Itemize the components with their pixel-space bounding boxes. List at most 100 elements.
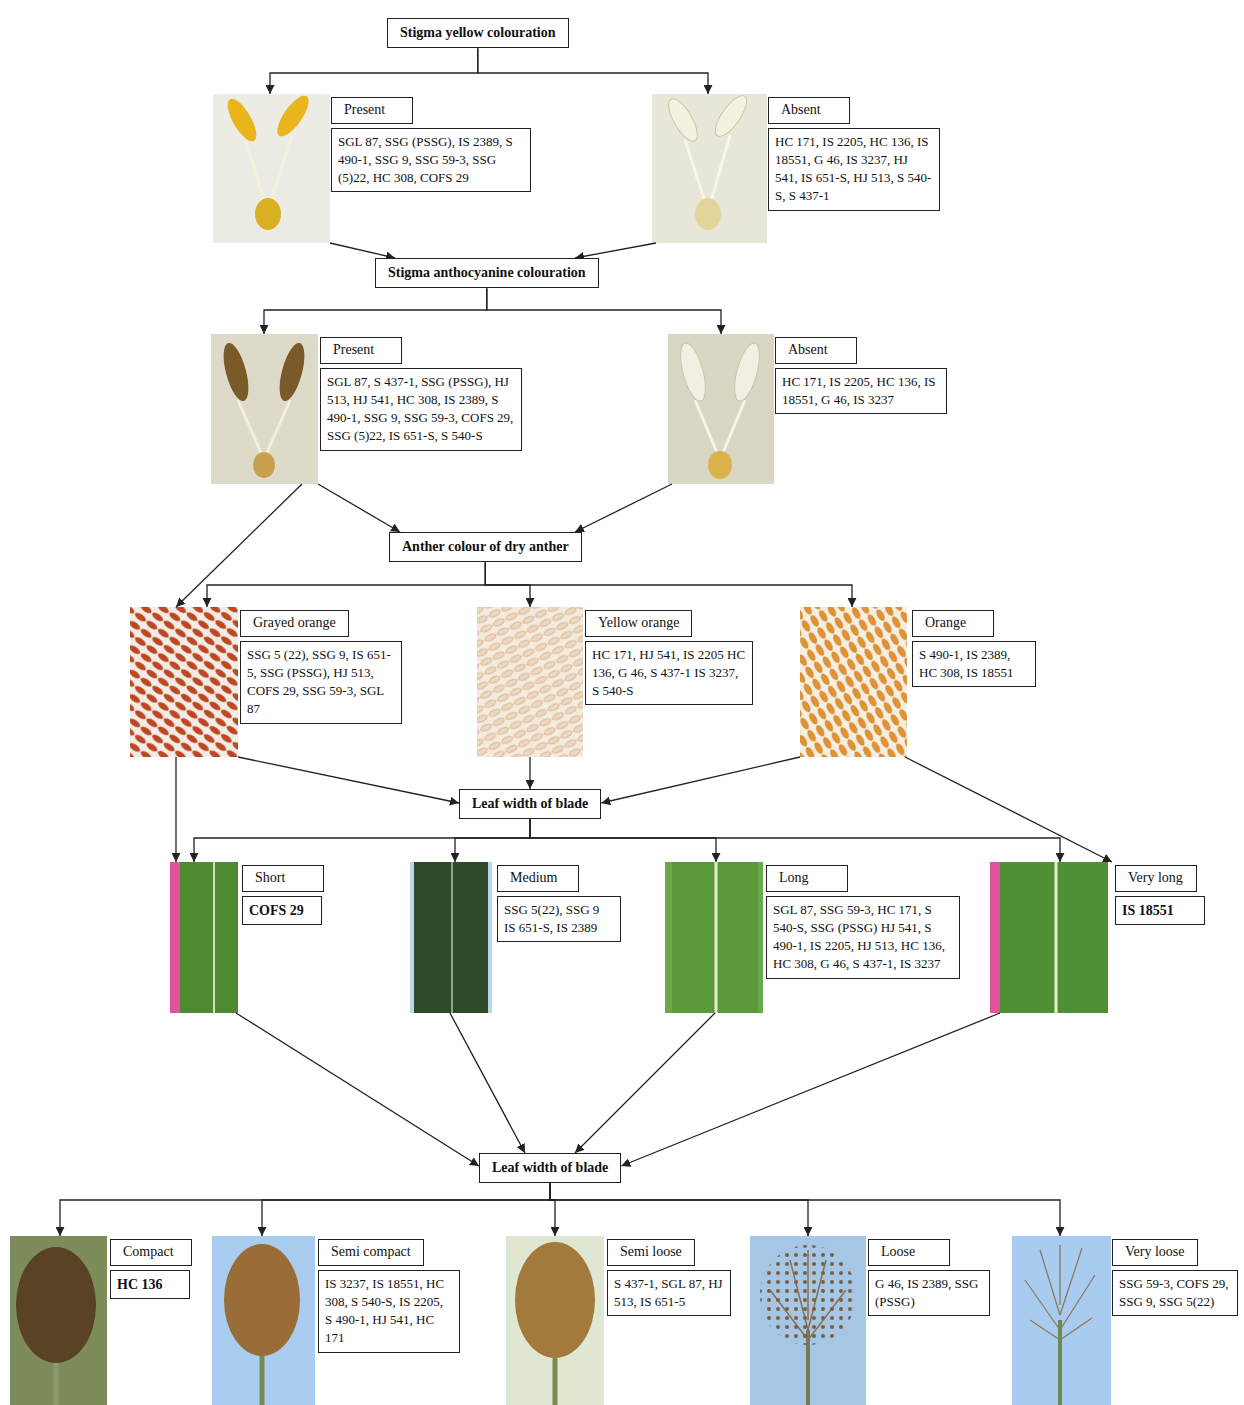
stigma-photo <box>652 91 767 243</box>
category-node: PresentSGL 87, S 437-1, SSG (PSSG), HJ 5… <box>211 334 524 484</box>
photo-detail <box>1055 862 1058 1013</box>
category-label: Present <box>331 97 413 124</box>
panicle-photo <box>10 1236 107 1405</box>
genotype-list: IS 3237, IS 18551, HC 308, S 540-S, IS 2… <box>318 1270 460 1353</box>
arrow-connector <box>550 1183 555 1236</box>
arrow-connector <box>529 757 530 789</box>
arrow-connector <box>262 1183 550 1236</box>
category-label: Absent <box>775 337 857 364</box>
criterion-title: Anther colour of dry anther <box>402 538 569 556</box>
arrow-connector <box>264 288 487 334</box>
category-node: AbsentHC 171, IS 2205, HC 136, IS 18551,… <box>652 94 942 243</box>
photo-detail <box>730 340 765 403</box>
category-node: Absent HC 171, IS 2205, HC 136, IS 18551,… <box>668 334 949 484</box>
arrow-connector <box>60 1183 550 1236</box>
stigma-photo <box>668 334 774 484</box>
arrow-connector <box>530 819 1060 862</box>
category-node: Yellow orangeHC 171, HJ 541, IS 2205 HC … <box>477 607 755 757</box>
category-node: Very looseSSG 59-3, COFS 29, SSG 9, SSG … <box>1012 1236 1240 1405</box>
arrow-connector <box>487 288 721 334</box>
criterion-title: Stigma yellow colouration <box>400 24 556 42</box>
photo-detail <box>710 91 752 141</box>
category-node: Semi compactIS 3237, IS 18551, HC 308, S… <box>212 1236 462 1405</box>
genotype-list: SSG 59-3, COFS 29, SSG 9, SSG 5(22) <box>1112 1270 1238 1316</box>
leaf-photo <box>170 862 238 1013</box>
photo-detail <box>10 1236 107 1405</box>
photo-detail <box>224 1244 300 1356</box>
leaf-photo <box>410 862 492 1013</box>
arrow-connector <box>621 1013 1000 1166</box>
photo-detail <box>477 607 583 757</box>
criterion-title: Leaf width of blade <box>492 1159 608 1177</box>
photo-detail <box>170 862 238 1013</box>
photo-detail <box>451 862 453 1013</box>
photo-detail <box>211 334 318 484</box>
genotype-list: HC 136 <box>110 1270 190 1300</box>
photo-detail <box>668 334 774 484</box>
arrow-connector <box>175 757 176 862</box>
genotype-list: SSG 5(22), SSG 9 IS 651-S, IS 2389 <box>497 896 621 942</box>
arrow-connector <box>450 1013 525 1153</box>
genotype-list: IS 18551 <box>1115 896 1205 926</box>
category-label: Medium <box>497 865 579 892</box>
arrow-connector <box>194 819 530 862</box>
arrow-connector <box>905 757 1112 862</box>
photo-detail <box>219 340 254 403</box>
criterion-box: Stigma yellow colouration <box>387 18 569 48</box>
panicle-photo <box>506 1236 604 1405</box>
category-label: Grayed orange <box>240 610 349 637</box>
category-label: Compact <box>110 1239 192 1266</box>
category-node: Semi looseS 437-1, SGL 87, HJ 513, IS 65… <box>506 1236 733 1405</box>
arrow-connector <box>575 484 672 532</box>
photo-detail <box>708 451 732 479</box>
criterion-title: Stigma anthocyanine colouration <box>388 264 586 282</box>
genotype-list: SSG 5 (22), SSG 9, IS 651- 5, SSG (PSSG)… <box>240 641 402 724</box>
photo-detail <box>1058 1320 1062 1405</box>
anther-photo <box>130 607 238 757</box>
leaf-photo <box>665 862 763 1013</box>
arrow-connector <box>207 562 485 607</box>
photo-detail <box>1025 1245 1095 1340</box>
photo-detail <box>245 135 292 205</box>
photo-detail <box>255 198 281 230</box>
panicle-photo <box>750 1236 866 1405</box>
category-label: Very long <box>1115 865 1197 892</box>
photo-detail <box>663 95 703 146</box>
category-node: PresentSGL 87, SSG (PSSG), IS 2389, S 49… <box>213 94 533 243</box>
arrow-connector <box>550 1183 1060 1236</box>
category-label: Long <box>766 865 848 892</box>
photo-detail <box>715 862 718 1013</box>
arrow-connector <box>601 757 800 803</box>
photo-detail <box>800 607 907 757</box>
photo-detail <box>275 340 310 403</box>
photo-detail <box>414 862 488 1013</box>
photo-detail <box>213 94 330 243</box>
criterion-box: Leaf width of blade <box>459 789 601 819</box>
anther-photo <box>477 607 583 757</box>
genotype-list: HC 171, IS 2205, HC 136, IS 18551, G 46,… <box>775 368 947 414</box>
category-node: OrangeS 490-1, IS 2389, HC 308, IS 18551 <box>800 607 1038 757</box>
photo-detail <box>16 1247 96 1363</box>
photo-detail <box>695 400 745 455</box>
photo-detail <box>272 91 314 141</box>
arrow-connector <box>455 819 530 862</box>
arrow-connector <box>575 243 656 258</box>
photo-detail <box>130 607 238 757</box>
genotype-list: COFS 29 <box>242 896 322 926</box>
photo-detail <box>760 1245 856 1345</box>
criterion-box: Leaf width of blade <box>479 1153 621 1183</box>
category-node: ShortCOFS 29 <box>170 862 324 1013</box>
category-label: Short <box>242 865 324 892</box>
photo-detail <box>990 862 1108 1013</box>
criterion-box: Anther colour of dry anther <box>389 532 582 562</box>
genotype-list: SGL 87, S 437-1, SSG (PSSG), HJ 513, HJ … <box>320 368 522 451</box>
photo-detail <box>253 452 275 478</box>
arrow-connector <box>238 757 459 803</box>
anther-photo <box>800 607 907 757</box>
photo-detail <box>222 95 262 146</box>
photo-detail <box>506 1236 604 1405</box>
arrow-connector <box>330 243 395 258</box>
category-node: Very long IS 18551 <box>990 862 1207 1013</box>
photo-detail <box>665 862 763 1013</box>
category-label: Present <box>320 337 402 364</box>
